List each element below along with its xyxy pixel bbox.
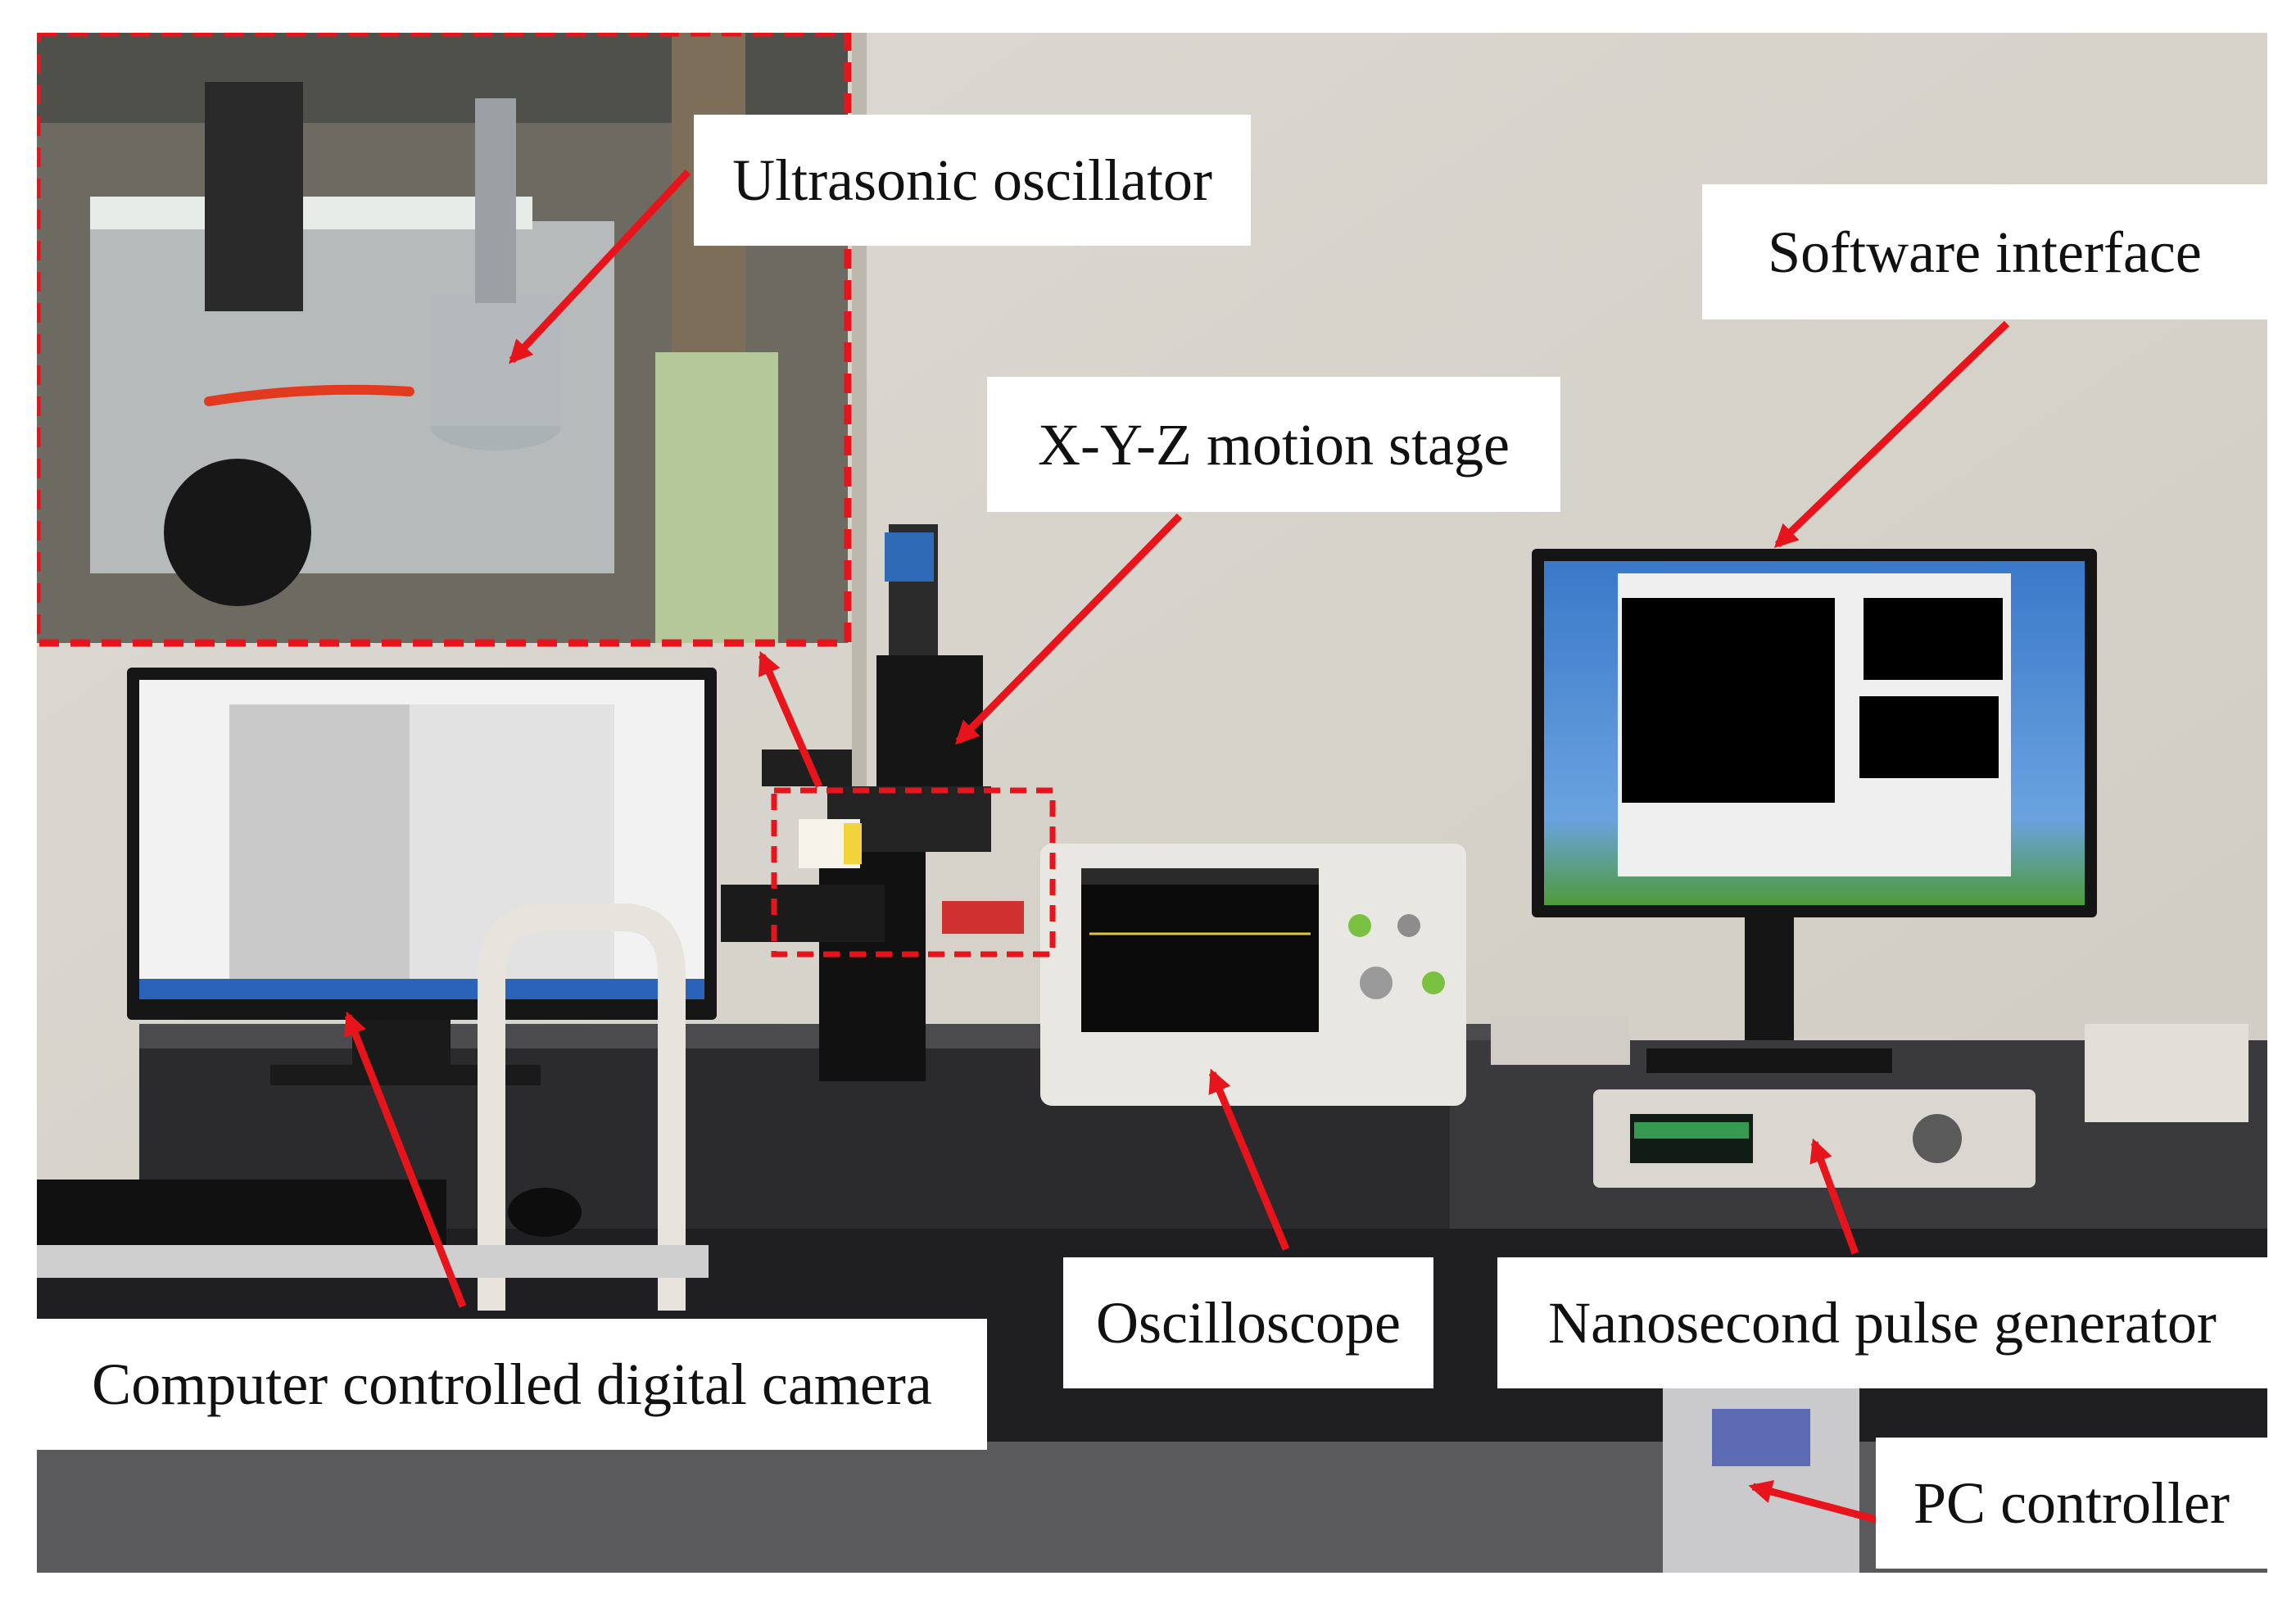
xyz-stage (876, 655, 983, 786)
label-oscilloscope: Oscilloscope (1063, 1257, 1433, 1388)
arrow-icon (954, 513, 1183, 745)
power-supply-device (2085, 1024, 2248, 1122)
arrow-icon (758, 650, 823, 788)
arrows (344, 169, 2010, 1524)
red-marker-line (204, 384, 414, 406)
arrow-icon (1773, 320, 2010, 548)
arrow-icon (509, 169, 691, 365)
label-computer-controlled-digital-camera: Computer controlled digital camera (37, 1319, 987, 1450)
mouse (508, 1188, 582, 1237)
dashed-highlight-box-small (771, 787, 1056, 958)
arrow-icon (1809, 1138, 1859, 1255)
label-pc-controller: PC controller (1876, 1438, 2267, 1569)
oscilloscope-screen (1081, 868, 1319, 1032)
label-xyz-motion-stage: X-Y-Z motion stage (987, 377, 1560, 512)
label-nanosecond-pulse-generator: Nanosecond pulse generator (1497, 1257, 2267, 1388)
label-software-interface: Software interface (1702, 184, 2267, 319)
arrow-icon (1208, 1068, 1290, 1251)
keyboard (37, 1180, 446, 1245)
cart-handle (478, 903, 686, 1311)
arrow-icon (344, 1011, 467, 1308)
label-ultrasonic-oscillator: Ultrasonic oscillator (694, 115, 1251, 246)
arrow-icon (1748, 1480, 1877, 1524)
